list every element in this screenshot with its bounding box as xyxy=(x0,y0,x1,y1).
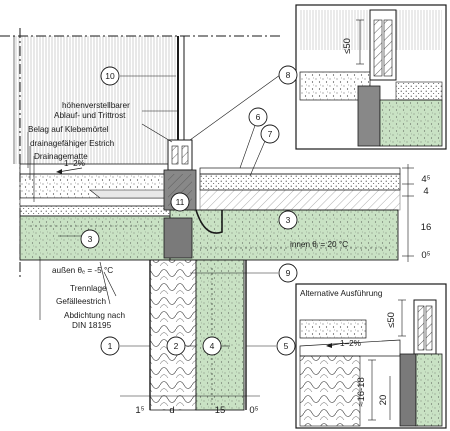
callout-9: 9 xyxy=(278,263,298,283)
svg-text:2: 2 xyxy=(174,341,179,351)
callout-5: 5 xyxy=(276,336,296,356)
dimension-detail-bottom-b: ≈16-18 xyxy=(356,377,367,407)
label-inside-temp: innen θᵢ = 20 °C xyxy=(290,240,348,249)
svg-text:3: 3 xyxy=(286,215,291,225)
wall-section xyxy=(149,259,247,411)
dimension-bottom: 1⁵ d 15 0⁵ xyxy=(120,388,260,416)
callout-6: 6 xyxy=(248,107,268,127)
dimension-bottom-1: 1⁵ xyxy=(135,405,144,416)
balcony-layers xyxy=(19,163,173,217)
label-adjustable-drain-2: Ablauf- und Trittrost xyxy=(54,111,126,120)
svg-text:6: 6 xyxy=(256,112,261,122)
dimension-detail-bottom-a: ≤50 xyxy=(386,312,397,328)
label-waterproofing-2: DIN 18195 xyxy=(72,321,112,330)
dimension-bottom-3: 15 xyxy=(215,405,226,416)
callout-7: 7 xyxy=(260,124,280,144)
dimension-bottom-2: d xyxy=(169,405,174,416)
svg-text:4: 4 xyxy=(210,341,215,351)
dimension-detail-bottom-c: 20 xyxy=(378,395,389,406)
label-alternative: Alternative Ausführung xyxy=(300,289,383,298)
label-sloped-screed: Gefälleestrich xyxy=(56,297,107,306)
label-tile-on-adhesive: Belag auf Klebemörtel xyxy=(28,125,109,134)
detail-top-right xyxy=(295,4,447,150)
dimension-right-3: 16 xyxy=(421,222,432,233)
detail-bottom-right xyxy=(295,283,447,429)
dimension-right: 4⁵ 4 16 0⁵ xyxy=(402,164,431,262)
label-draining-screed: drainagefähiger Estrich xyxy=(30,139,115,148)
dimension-right-2: 4 xyxy=(423,186,428,197)
svg-text:3: 3 xyxy=(88,234,93,244)
svg-text:7: 7 xyxy=(268,129,273,139)
facade-glazing xyxy=(0,28,280,280)
callout-10: 10 xyxy=(100,66,120,86)
label-separating-layer: Trennlage xyxy=(70,284,107,293)
callout-11: 11 xyxy=(170,192,190,212)
detail-slope-indicator: 1–2% xyxy=(326,339,361,348)
svg-text:5: 5 xyxy=(284,341,289,351)
svg-text:8: 8 xyxy=(286,70,291,80)
dimension-right-1: 4⁵ xyxy=(421,174,430,185)
label-waterproofing-1: Abdichtung nach xyxy=(64,311,125,320)
dimension-bottom-4: 0⁵ xyxy=(249,405,258,416)
callout-2: 2 xyxy=(166,336,186,356)
svg-text:11: 11 xyxy=(176,197,185,207)
concrete-slab xyxy=(19,209,399,261)
label-outside-temp: außen θₑ = -5 °C xyxy=(52,266,113,275)
label-detail-slope: 1–2% xyxy=(340,339,361,348)
svg-text:9: 9 xyxy=(286,268,291,278)
dimension-detail-top: ≤50 xyxy=(342,38,353,54)
callout-3-left: 3 xyxy=(80,229,100,249)
callout-8: 8 xyxy=(278,65,298,85)
label-slope: 1–2% xyxy=(64,159,85,168)
callout-1: 1 xyxy=(100,336,120,356)
label-adjustable-drain-1: höhenverstellbarer xyxy=(62,101,130,110)
slope-indicator: 1–2% xyxy=(56,159,85,174)
callout-3-right: 3 xyxy=(278,210,298,230)
label-drainage-mat: Drainagematte xyxy=(34,152,88,161)
svg-text:10: 10 xyxy=(105,71,115,81)
interior-floor xyxy=(199,167,401,211)
callout-4: 4 xyxy=(202,336,222,356)
svg-text:1: 1 xyxy=(108,341,113,351)
dimension-right-4: 0⁵ xyxy=(421,250,430,261)
